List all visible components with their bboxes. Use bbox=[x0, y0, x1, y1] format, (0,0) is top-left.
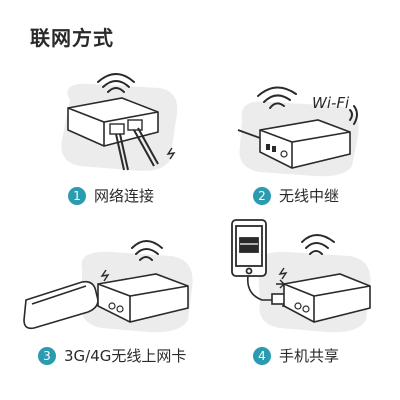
router-phone-illustration bbox=[231, 219, 371, 333]
step-badge: 3 bbox=[38, 346, 56, 365]
panel-wireless-repeater: Wi-Fi bbox=[230, 80, 370, 180]
method-caption-1: 1 网络连接 bbox=[68, 185, 154, 206]
method-label: 手机共享 bbox=[279, 347, 340, 365]
panel-phone-tethering bbox=[218, 218, 378, 338]
router-ethernet-illustration bbox=[61, 73, 178, 171]
method-caption-2: 2 无线中继 bbox=[253, 185, 339, 206]
power-cable-icon bbox=[237, 129, 261, 139]
usb-modem-icon bbox=[23, 280, 99, 330]
step-badge: 4 bbox=[253, 346, 271, 365]
step-badge: 2 bbox=[253, 186, 271, 205]
router-icon bbox=[259, 119, 351, 169]
panel-network-connection bbox=[50, 70, 190, 180]
router-usb-modem-illustration bbox=[23, 240, 193, 333]
wifi-signal-icon bbox=[97, 73, 135, 93]
page-title: 联网方式 bbox=[30, 26, 114, 50]
method-caption-4: 4 手机共享 bbox=[253, 345, 339, 366]
wifi-signal-icon bbox=[349, 105, 358, 125]
wifi-signal-icon bbox=[301, 234, 335, 255]
port-icon bbox=[266, 144, 288, 158]
method-label: 网络连接 bbox=[94, 187, 155, 205]
ethernet-cable-icon bbox=[115, 127, 159, 171]
method-label: 无线中继 bbox=[279, 187, 340, 205]
method-caption-3: 3 3G/4G无线上网卡 bbox=[38, 345, 186, 366]
phone-icon bbox=[231, 219, 267, 277]
wifi-signal-icon bbox=[131, 240, 163, 261]
port-icon bbox=[294, 302, 310, 313]
router-icon bbox=[97, 273, 189, 323]
wifi-signal-icon bbox=[257, 86, 297, 109]
method-label: 3G/4G无线上网卡 bbox=[64, 347, 187, 365]
router-wifi-illustration: Wi-Fi bbox=[237, 86, 359, 177]
step-badge: 1 bbox=[68, 186, 86, 205]
panel-usb-modem bbox=[22, 238, 202, 338]
router-icon bbox=[283, 273, 371, 323]
wifi-logo-text: Wi-Fi bbox=[312, 94, 350, 112]
port-icon bbox=[108, 302, 124, 313]
